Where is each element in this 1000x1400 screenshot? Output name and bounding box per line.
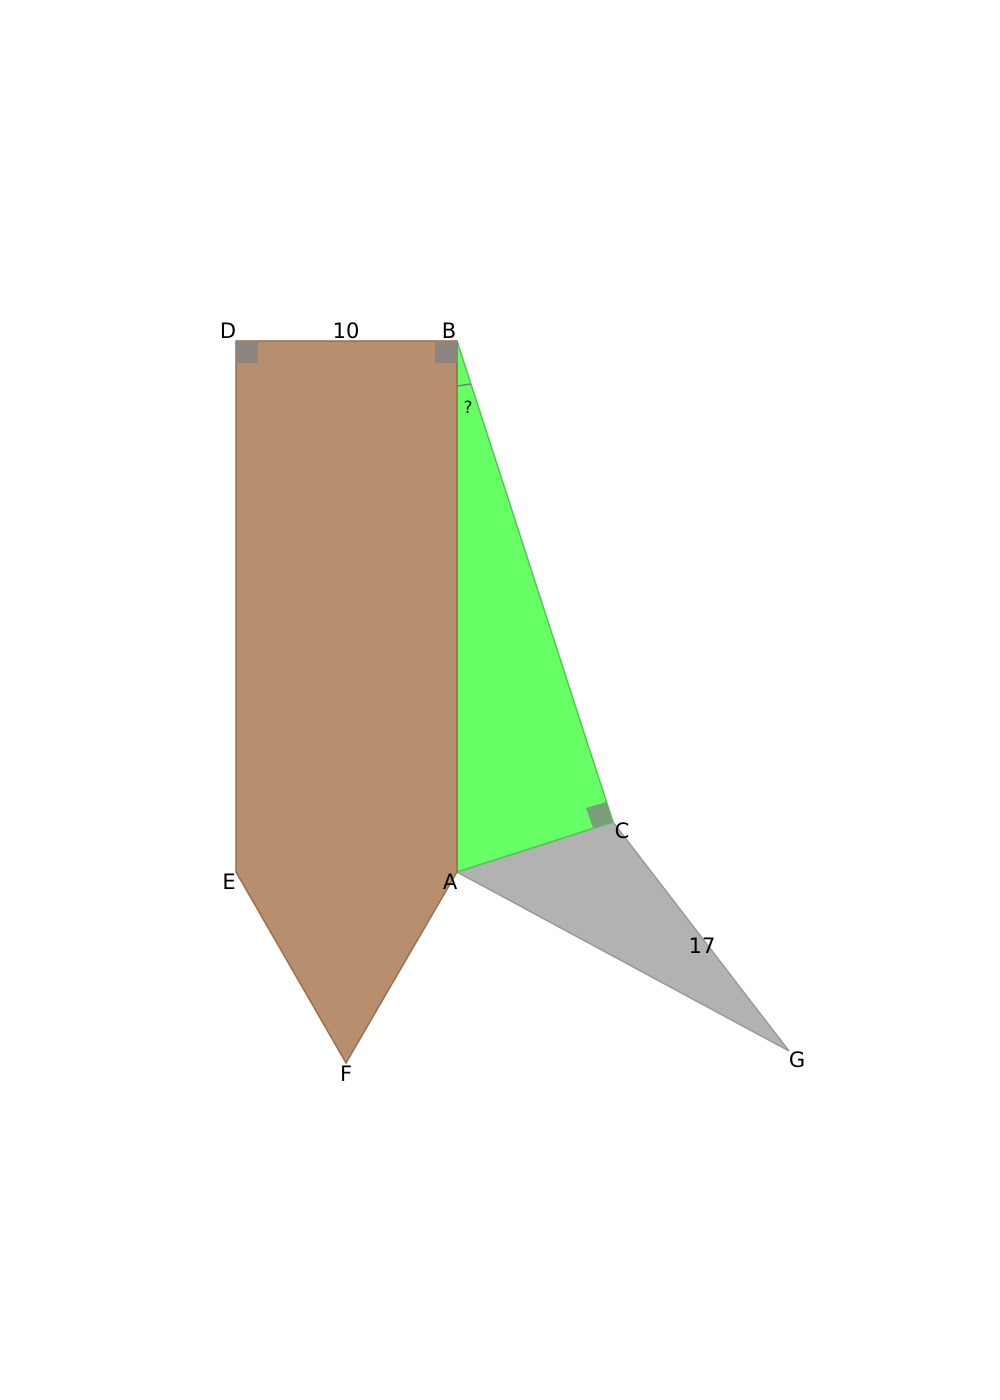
length-label-db: 10 [333,319,360,343]
label-d: D [220,319,236,343]
length-label-cg: 17 [689,934,716,958]
label-e: E [222,870,235,894]
right-angle-marker-b [435,341,457,363]
triangle-bca [456,340,614,874]
label-b: B [442,319,456,343]
label-g: G [789,1048,805,1072]
right-angle-marker-c [586,802,613,828]
angle-arc-b [456,383,472,387]
label-c: C [615,819,630,843]
label-a: A [443,870,458,894]
right-angle-marker-d [236,341,258,363]
angle-label-b: ? [463,398,472,418]
label-f: F [340,1062,352,1086]
pentagon-dbafe [235,340,458,1065]
